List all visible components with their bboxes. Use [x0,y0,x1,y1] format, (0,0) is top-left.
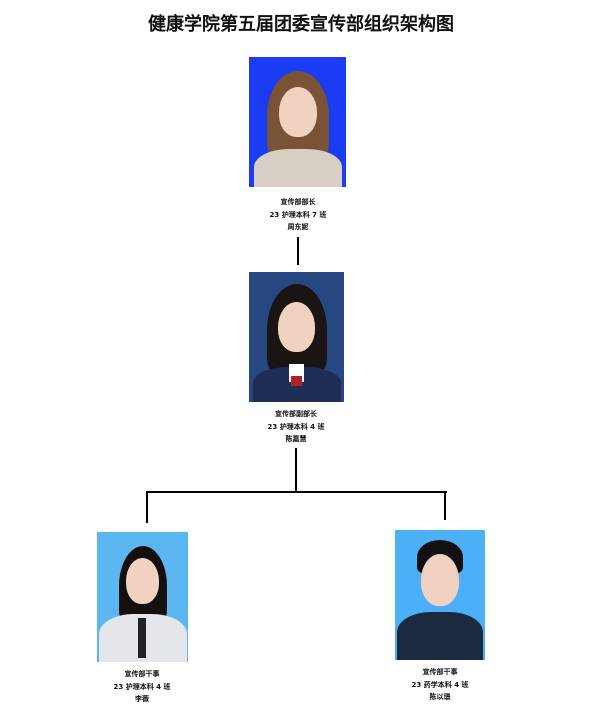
member-card-officer-2: 宣传部干事 23 药学本科 4 班 陈以璟 [370,666,510,704]
bow-shape [291,376,302,386]
class-label: 23 护理本科 4 班 [267,422,325,431]
head-shape [279,87,317,137]
connector-horizontal [146,491,447,493]
photo-vice-minister [249,272,344,402]
body-shape [397,612,483,660]
name-label: 陈以璟 [429,693,451,701]
connector-minister-vice [297,237,299,265]
tie-shape [138,618,146,658]
role-label: 宣传部部长 [280,198,316,206]
name-label: 周东妮 [287,223,309,231]
class-label: 23 药学本科 4 班 [411,680,469,689]
chart-title: 健康学院第五届团委宣传部组织架构图 [148,14,454,35]
role-label: 宣传部干事 [124,670,160,678]
class-label: 23 护理本科 7 班 [269,210,327,219]
body-shape [254,149,342,187]
name-label: 李薇 [135,695,149,703]
class-label: 23 护理本科 4 班 [113,682,171,691]
photo-officer-1 [97,532,188,662]
head-shape [126,558,159,604]
photo-minister [249,57,346,187]
connector-right-down [444,491,446,520]
connector-left-down [146,491,148,523]
head-shape [278,302,315,352]
connector-vice-down [295,448,297,492]
member-card-vice-minister: 宣传部副部长 23 护理本科 4 班 陈嘉慧 [226,408,366,446]
role-label: 宣传部干事 [422,668,458,676]
member-card-officer-1: 宣传部干事 23 护理本科 4 班 李薇 [72,668,212,706]
name-label: 陈嘉慧 [285,435,307,443]
head-shape [421,554,459,606]
member-card-minister: 宣传部部长 23 护理本科 7 班 周东妮 [228,196,368,234]
photo-officer-2 [395,530,485,660]
role-label: 宣传部副部长 [275,410,317,418]
